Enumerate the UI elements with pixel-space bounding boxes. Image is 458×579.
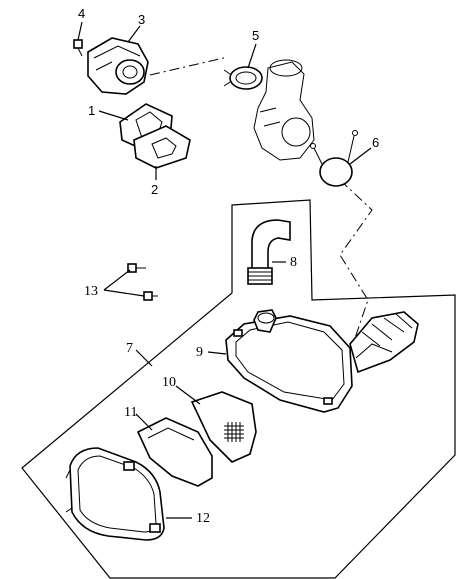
leader-10 — [175, 385, 201, 405]
leader-3 — [127, 25, 141, 43]
callout-2: 2 — [151, 182, 158, 197]
callout-9: 9 — [196, 345, 203, 360]
connection-dash-3-5 — [149, 56, 229, 76]
leader-13 — [103, 269, 145, 297]
screw-part-13-upper — [127, 263, 146, 273]
part-3-carburetor — [87, 37, 149, 95]
cover-part-12 — [65, 447, 165, 541]
leader-11 — [135, 413, 153, 431]
leader-9 — [207, 351, 227, 355]
clamp-part-6 — [310, 130, 358, 187]
callout-13: 13 — [84, 284, 98, 299]
callout-4: 4 — [78, 6, 85, 21]
connection-dash-6-9 — [339, 179, 373, 339]
filter-element-part-10 — [190, 391, 257, 463]
elbow-hose-part-8 — [247, 219, 291, 285]
assembly-boundary — [21, 199, 456, 579]
leader-1 — [98, 110, 129, 121]
screw-part-13-lower — [143, 291, 158, 301]
callout-1: 1 — [88, 103, 95, 118]
intake-manifold — [253, 59, 315, 161]
clamp-part-5 — [223, 66, 263, 90]
callout-12: 12 — [196, 511, 210, 526]
leader-5 — [247, 43, 257, 69]
leader-4 — [77, 21, 83, 41]
foam-filter-part-11 — [136, 417, 213, 487]
callout-10: 10 — [162, 375, 176, 390]
callout-8: 8 — [290, 255, 297, 270]
bolt-part-4 — [73, 39, 83, 57]
air-box-part-9 — [225, 309, 419, 413]
callout-3: 3 — [138, 12, 145, 27]
leader-7 — [135, 349, 153, 367]
callout-6: 6 — [372, 135, 379, 150]
spacer-part-2 — [133, 125, 191, 169]
callout-5: 5 — [252, 28, 259, 43]
leader-6 — [349, 147, 372, 165]
callout-7: 7 — [126, 341, 133, 356]
callout-11: 11 — [124, 405, 137, 420]
